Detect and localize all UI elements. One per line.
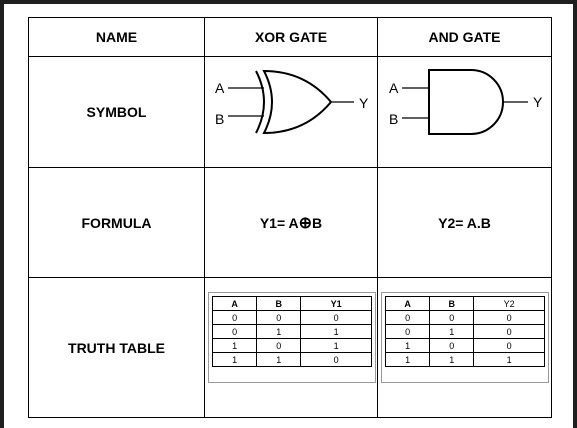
table-cell: 0: [473, 338, 545, 353]
header-and-gate: AND GATE: [428, 29, 501, 45]
table-cell: 0: [384, 310, 431, 325]
column-header-a: A: [384, 296, 431, 311]
table-row: 1 1 0: [211, 352, 372, 367]
table-cell: 0: [256, 338, 302, 353]
and-input-a-label: A: [389, 80, 399, 96]
table-row: 0 0 0: [384, 310, 545, 325]
and-gate-symbol: A B Y: [389, 69, 543, 135]
table-cell: 0: [384, 324, 431, 339]
and-truth-table-frame: [381, 292, 549, 383]
table-row: 1 1 1: [384, 352, 545, 367]
table-cell: 0: [473, 310, 545, 325]
xor-input-b-label: B: [215, 111, 224, 127]
header-name: NAME: [95, 29, 138, 45]
table-row: 0 1 0: [384, 324, 545, 339]
xor-input-a-label: A: [215, 80, 225, 96]
table-cell: 1: [211, 338, 258, 353]
table-cell: 1: [300, 338, 372, 353]
table-cell: 1: [429, 324, 475, 339]
logic-gate-table: NAME XOR GATE AND GATE SYMBOL FORMULA TR…: [28, 17, 552, 418]
table-cell: 0: [211, 310, 258, 325]
window-border-top: [0, 0, 577, 4]
and-input-b-label: B: [389, 111, 398, 127]
and-gate-body: [428, 69, 504, 135]
xor-truth-table-frame: [208, 292, 376, 383]
column-header-y2: Y2: [473, 296, 545, 311]
table-cell: 1: [384, 352, 431, 367]
table-row: 1 0 0: [384, 338, 545, 353]
table-cell: 0: [473, 324, 545, 339]
xor-formula-suffix: B: [312, 214, 323, 231]
xor-formula: Y1= A⊕B: [205, 168, 377, 277]
table-row: 0 0 0: [211, 310, 372, 325]
xor-formula-prefix: Y1= A: [259, 214, 299, 231]
row-divider: [29, 56, 551, 57]
row-divider: [29, 277, 551, 278]
column-divider: [377, 18, 378, 417]
table-cell: 1: [300, 324, 372, 339]
table-cell: 1: [256, 324, 302, 339]
and-formula: Y2= A.B: [438, 214, 491, 231]
table-cell: 0: [256, 310, 302, 325]
xor-truth-table: A B Y1 0 0 0 0 1 1 1 0 1 1 1 0: [211, 296, 372, 367]
table-cell: 0: [211, 324, 258, 339]
table-cell: 1: [429, 352, 475, 367]
and-output-label: Y: [533, 94, 543, 110]
xor-extra-input-curve: [255, 70, 265, 134]
column-divider: [204, 18, 205, 417]
table-cell: 1: [473, 352, 545, 367]
column-header-b: B: [256, 296, 302, 311]
xor-output-label: Y: [359, 95, 369, 111]
table-row: 0 1 1: [211, 324, 372, 339]
xor-gate-symbol: A B Y: [215, 69, 369, 135]
column-header-b: B: [429, 296, 475, 311]
table-cell: 0: [300, 310, 372, 325]
row-label-formula: FORMULA: [81, 214, 152, 231]
and-truth-table: A B Y2 0 0 0 0 1 0 1 0 0 1 1 1: [384, 296, 545, 367]
window-border-left: [0, 0, 4, 428]
window-border-right: [573, 0, 577, 428]
row-label-symbol: SYMBOL: [86, 104, 147, 120]
xor-operator-symbol: ⊕: [298, 214, 313, 232]
table-header-row: A B Y1: [211, 296, 372, 311]
row-divider: [29, 167, 551, 168]
table-cell: 1: [384, 338, 431, 353]
table-cell: 0: [300, 352, 372, 367]
table-cell: 0: [429, 338, 475, 353]
header-xor-gate: XOR GATE: [254, 29, 328, 45]
column-header-y1: Y1: [300, 296, 372, 311]
table-header-row: A B Y2: [384, 296, 545, 311]
table-row: 1 0 1: [211, 338, 372, 353]
xor-gate-body: [262, 69, 333, 135]
column-header-a: A: [211, 296, 258, 311]
table-cell: 1: [211, 352, 258, 367]
row-label-truth-table: TRUTH TABLE: [68, 339, 165, 356]
table-cell: 0: [429, 310, 475, 325]
table-cell: 1: [256, 352, 302, 367]
